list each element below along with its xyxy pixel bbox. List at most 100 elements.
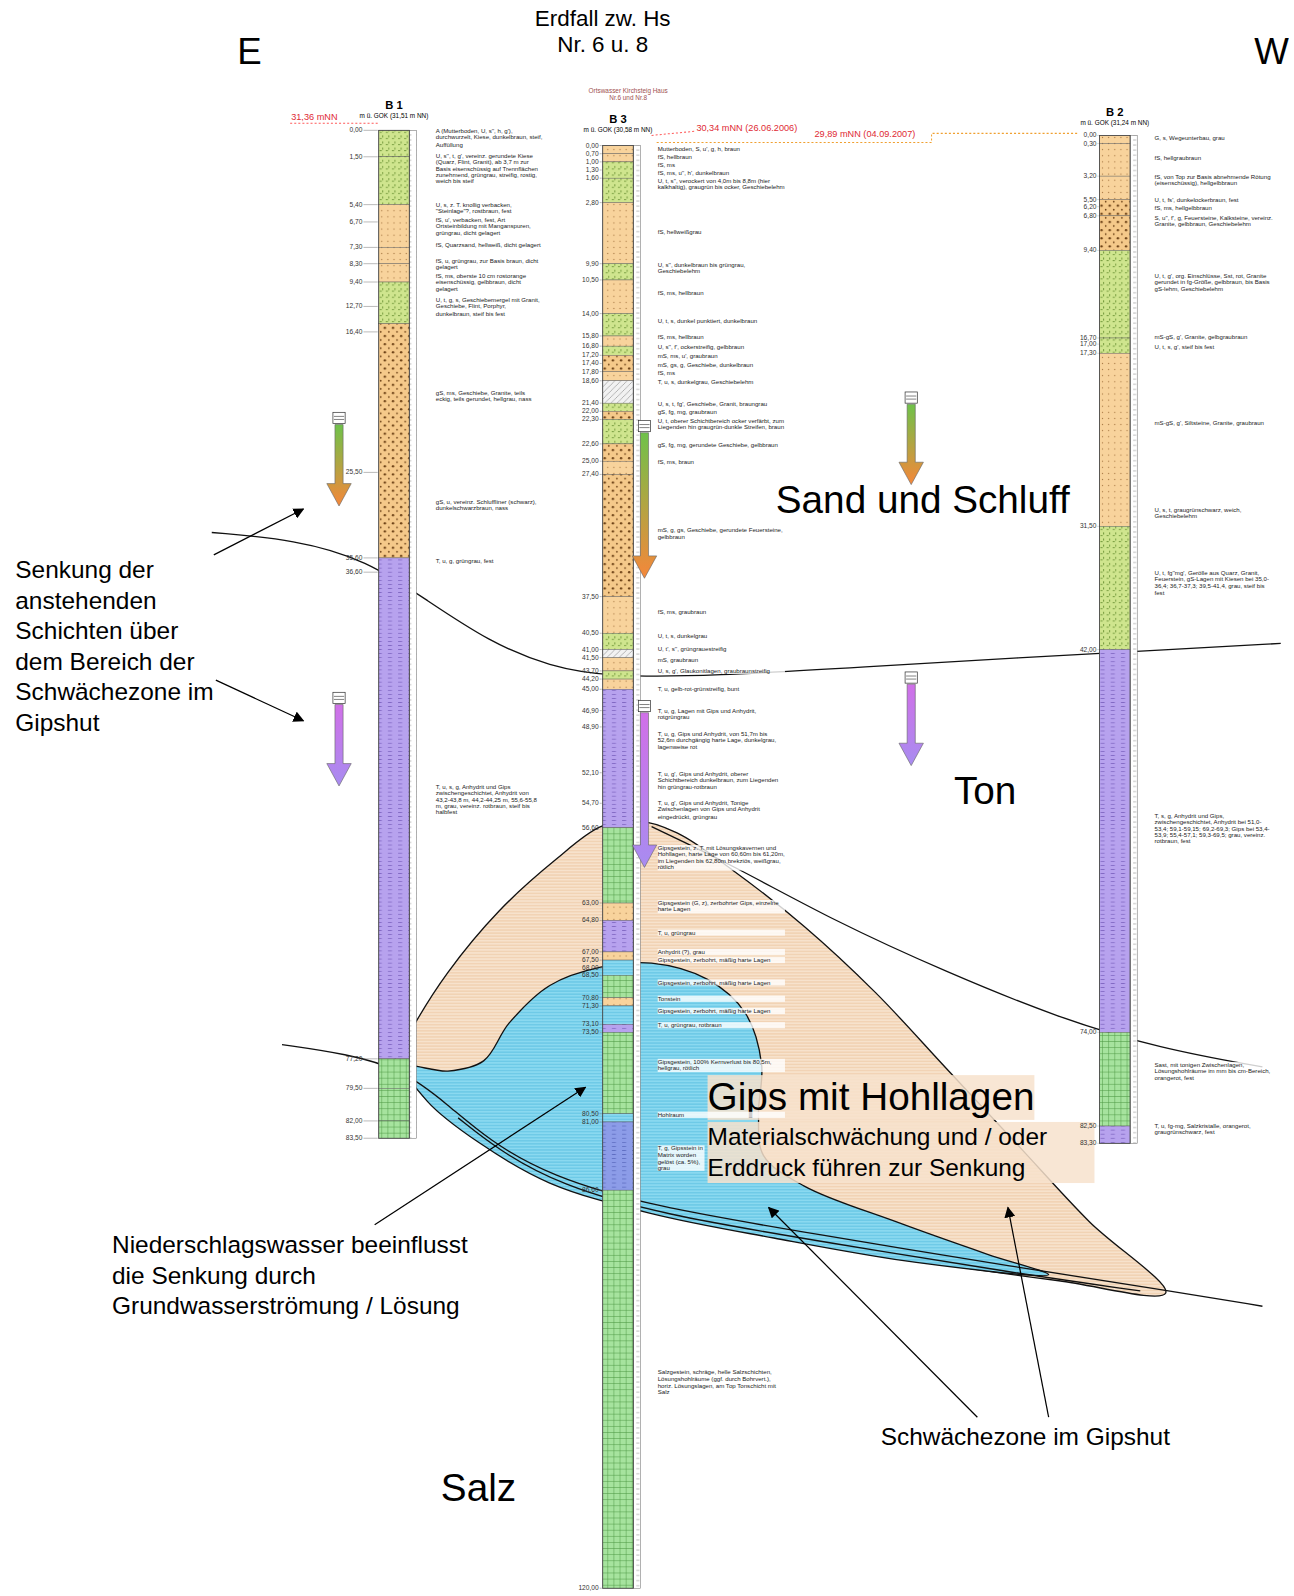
log-layer [603,920,634,952]
settlement-arrow [632,700,656,867]
borehole-elevation: m ü. GOK (30,58 m NN) [581,126,654,134]
log-layer [603,264,634,280]
leader-arrow [216,680,304,721]
log-layer [1100,1126,1131,1143]
settlement-arrow [632,420,656,578]
depth-value: 3,20 [1060,172,1097,179]
layer-description: Gipsgestein (G, z), zerbohrter Gips, ein… [658,900,785,913]
water-level-line [290,123,379,124]
depth-tick [1098,649,1099,650]
log-layer [603,444,634,461]
log-layer [1100,135,1131,143]
depth-tick [1098,176,1099,177]
log-layer [379,1088,410,1121]
depth-tick [600,633,602,634]
log-outline [603,146,634,1589]
arrow-body [327,425,351,506]
depth-tick [363,282,377,283]
depth-tick [600,371,602,372]
log-layer [1100,176,1131,199]
depth-value: 6,20 [1060,203,1097,210]
depth-value: 27,40 [562,470,599,477]
depth-tick [600,827,602,828]
depth-value: 1,60 [562,174,599,181]
sample-column [409,130,416,1138]
depth-tick [600,279,602,280]
layer-description: fS, hellweißgrau [658,229,785,235]
depth-value: 45,00 [562,685,599,692]
depth-value: 41,50 [562,654,599,661]
depth-tick [600,920,602,921]
borehole-name: B 1 [357,99,430,112]
depth-tick [600,1121,602,1122]
depth-value: 68,50 [562,971,599,978]
borehole-log [603,146,641,1589]
depth-value: 0,30 [1060,139,1097,146]
settlement-arrow [327,692,351,786]
log-layer [603,461,634,474]
layer-description: T, u, g', Gips und Anhydrit, Tonige Zwis… [658,800,785,819]
leader-arrow [214,509,304,555]
layer-description: U, t, fg''mg', Gerölle aus Quarz, Granit… [1155,570,1275,596]
depth-value: 16,80 [562,342,599,349]
log-layer [603,411,634,419]
depth-tick [600,474,602,475]
log-layer [603,474,634,596]
arrow-cap-lines [334,416,344,419]
log-layer [603,381,634,403]
depth-value: 17,00 [1060,340,1097,347]
layer-description: mS, graubraun [658,657,785,663]
depth-tick [600,443,602,444]
log-layer [603,1006,634,1024]
depth-tick [600,202,602,203]
log-layer [603,1024,634,1032]
depth-value: 82,50 [1060,1122,1097,1129]
log-layer [1100,353,1131,526]
layer-description: U, t, g', org. Einschlüsse, Sst, rot, Gr… [1155,273,1275,292]
log-layer [379,130,410,156]
layer-description: fS, ms [658,370,785,376]
log-layer [603,650,634,658]
depth-tick [363,1088,377,1089]
depth-tick [600,461,602,462]
depth-value: 44,20 [562,675,599,682]
site-note: Ortswasser Kirchsteig Haus Nr.6 und Nr.8 [582,88,674,101]
layer-description: gS, u, vereinz. Schluffliner (schwarz), … [436,499,543,512]
depth-value: 52,10 [562,769,599,776]
layer-description: A (Mutterboden, U, s'', h, g'), durchwur… [436,128,543,147]
borehole-name: B 2 [1078,106,1151,119]
layer-description: Mutterboden, S, u', g, h, braun [658,146,785,152]
depth-tick [600,1190,602,1191]
layer-description: Gipsgestein, zerbohrt, mäßig harte Lagen [658,979,785,985]
depth-value: 37,50 [562,593,599,600]
depth-value: 0,00 [1060,131,1097,138]
layer-name: Ton [954,770,1016,814]
log-layer [603,903,634,920]
depth-tick [600,772,602,773]
depth-tick [363,472,377,473]
layer-description: fS, ms, u'', h', dunkelbraun [658,170,785,176]
layer-description: S, u'', f', g, Feuersteine, Kalksteine, … [1155,215,1275,228]
borehole-name: B 3 [581,113,654,126]
depth-value: 2,80 [562,199,599,206]
annotation: Schwächezone im Gipshut [881,1422,1170,1450]
layer-description: U, s, z. T. knollig verbacken, "Steinlag… [436,202,543,215]
depth-value: 42,00 [1060,645,1097,652]
arrow-body [899,684,923,765]
layer-description: Gipsgestein, zerbohrt, mäßig harte Lagen [658,1008,785,1014]
log-layer [603,975,634,997]
layer-description: U, t, s, g', steif bis fest [1155,344,1275,350]
depth-value: 12,70 [326,302,363,309]
log-layer [1100,216,1131,251]
log-layer [379,247,410,263]
depth-value: 86,60 [562,1186,599,1193]
depth-tick [363,1138,377,1139]
depth-tick [363,1058,377,1059]
depth-tick [600,968,602,969]
depth-tick [363,130,377,131]
depth-value: 15,80 [562,332,599,339]
layer-boundary [458,1118,1140,1291]
water-level: 29,89 mNN (04.09.2007) [814,129,915,140]
sample-column [1130,135,1137,1143]
